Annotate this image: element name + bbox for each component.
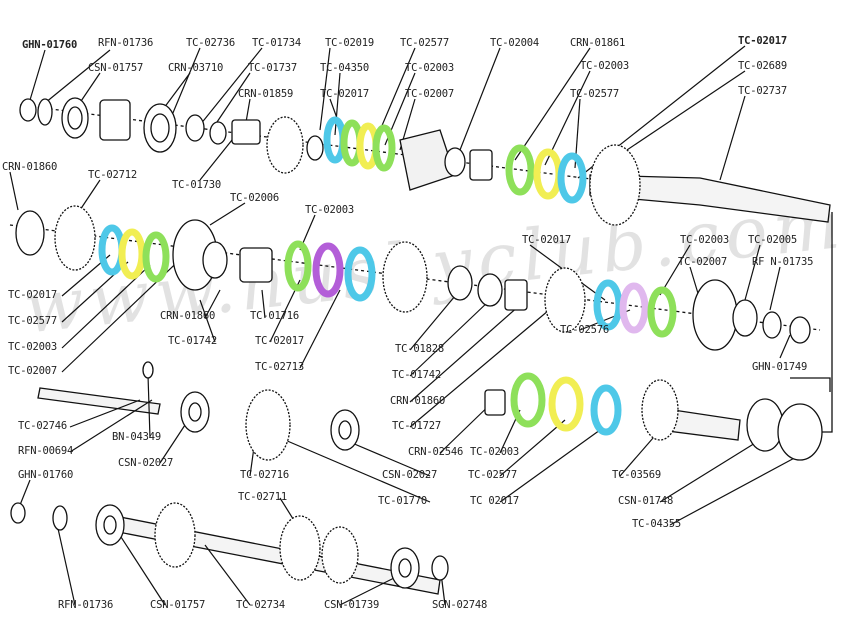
part-label-tc-02689: TC-02689 bbox=[738, 60, 787, 72]
part-label-tc-01742: TC-01742 bbox=[392, 369, 441, 381]
part-label-tc-04350: TC-04350 bbox=[320, 62, 369, 74]
part-label-tc-02017: TC-02017 bbox=[522, 234, 571, 246]
part-label-tc-02716: TC-02716 bbox=[240, 469, 289, 481]
part-label-csn-01757: CSN-01757 bbox=[88, 62, 144, 74]
part-label-tc-02746: TC-02746 bbox=[18, 420, 67, 432]
part-label-tc-02003: TC-02003 bbox=[470, 446, 519, 458]
part-label-tc-02577: TC-02577 bbox=[400, 37, 449, 49]
part-label-tc-02712: TC-02712 bbox=[88, 169, 137, 181]
part-label-tc-02007: TC-02007 bbox=[405, 88, 454, 100]
part-label-csn-02027: CSN-02027 bbox=[118, 457, 174, 469]
part-label-tc-01716: TC-01716 bbox=[250, 310, 299, 322]
part-label-csn-01748: CSN-01748 bbox=[618, 495, 674, 507]
part-label-crn-01861: CRN-01861 bbox=[570, 37, 626, 49]
part-label-bn-04349: BN-04349 bbox=[112, 431, 161, 443]
part-label-tc-03569: TC-03569 bbox=[612, 469, 661, 481]
part-label-tc-02007: TC-02007 bbox=[678, 256, 727, 268]
part-label-ghn-01760: GHN-01760 bbox=[18, 469, 74, 481]
part-label-tc-01770: TC-01770 bbox=[378, 495, 427, 507]
part-label-tc-02003: TC-02003 bbox=[405, 62, 454, 74]
part-label-tc-02577: TC-02577 bbox=[570, 88, 619, 100]
part-label-tc-01737: TC-01737 bbox=[248, 62, 297, 74]
part-label-tc-01727: TC-01727 bbox=[392, 420, 441, 432]
part-label-crn-01859: CRN-01859 bbox=[238, 88, 294, 100]
part-label-tc-02017: TC 02017 bbox=[470, 495, 519, 507]
part-label-tc-02736: TC-02736 bbox=[186, 37, 235, 49]
part-label-crn-01860: CRN-01860 bbox=[390, 395, 446, 407]
part-label-ghn-01760: GHN-01760 bbox=[22, 39, 78, 51]
part-label-rfn-00694: RFN-00694 bbox=[18, 445, 74, 457]
part-label-tc-01828: TC-01828 bbox=[395, 343, 444, 355]
part-label-crn-02546: CRN-02546 bbox=[408, 446, 464, 458]
part-label-ghn-01749: GHN-01749 bbox=[752, 361, 808, 373]
part-label-rfn-01736: RFN-01736 bbox=[98, 37, 154, 49]
part-label-tc-02734: TC-02734 bbox=[236, 599, 285, 611]
part-label-tc-02017: TC-02017 bbox=[738, 35, 787, 47]
part-label-tc-02003: TC-02003 bbox=[680, 234, 729, 246]
part-label-tc-02003: TC-02003 bbox=[580, 60, 629, 72]
part-label-tc-02576: TC-02576 bbox=[560, 324, 609, 336]
part-label-tc-02713: TC-02713 bbox=[255, 361, 304, 373]
part-label-tc-01742: TC-01742 bbox=[168, 335, 217, 347]
part-label-tc-01734: TC-01734 bbox=[252, 37, 301, 49]
part-label-tc-02006: TC-02006 bbox=[230, 192, 279, 204]
part-label-tc-04355: TC-04355 bbox=[632, 518, 681, 530]
part-label-tc-02017: TC-02017 bbox=[255, 335, 304, 347]
part-label-tc-02577: TC-02577 bbox=[468, 469, 517, 481]
part-label-tc-02003: TC-02003 bbox=[8, 341, 57, 353]
part-label-csn-01739: CSN-01739 bbox=[324, 599, 380, 611]
part-label-tc-01730: TC-01730 bbox=[172, 179, 221, 191]
part-label-rf-n-01735: RF N-01735 bbox=[752, 256, 814, 268]
part-label-tc-02003: TC-02003 bbox=[305, 204, 354, 216]
part-label-csn-02027: CSN-02027 bbox=[382, 469, 438, 481]
part-label-tc-02577: TC-02577 bbox=[8, 315, 57, 327]
part-label-crn-01860: CRN-01860 bbox=[160, 310, 216, 322]
part-label-tc-02711: TC-02711 bbox=[238, 491, 287, 503]
part-label-tc-02005: TC-02005 bbox=[748, 234, 797, 246]
part-label-crn-03710: CRN-03710 bbox=[168, 62, 224, 74]
part-label-sgn-02748: SGN-02748 bbox=[432, 599, 488, 611]
part-label-tc-02017: TC-02017 bbox=[320, 88, 369, 100]
gears-and-bearings bbox=[10, 97, 823, 589]
colored-rings bbox=[98, 116, 677, 436]
part-label-csn-01757: CSN-01757 bbox=[150, 599, 206, 611]
part-label-tc-02004: TC-02004 bbox=[490, 37, 539, 49]
part-label-crn-01860: CRN-01860 bbox=[2, 161, 58, 173]
part-label-tc-02019: TC-02019 bbox=[325, 37, 374, 49]
part-label-rfn-01736: RFN-01736 bbox=[58, 599, 114, 611]
part-label-tc-02017: TC-02017 bbox=[8, 289, 57, 301]
part-label-tc-02737: TC-02737 bbox=[738, 85, 787, 97]
part-label-tc-02007: TC-02007 bbox=[8, 365, 57, 377]
